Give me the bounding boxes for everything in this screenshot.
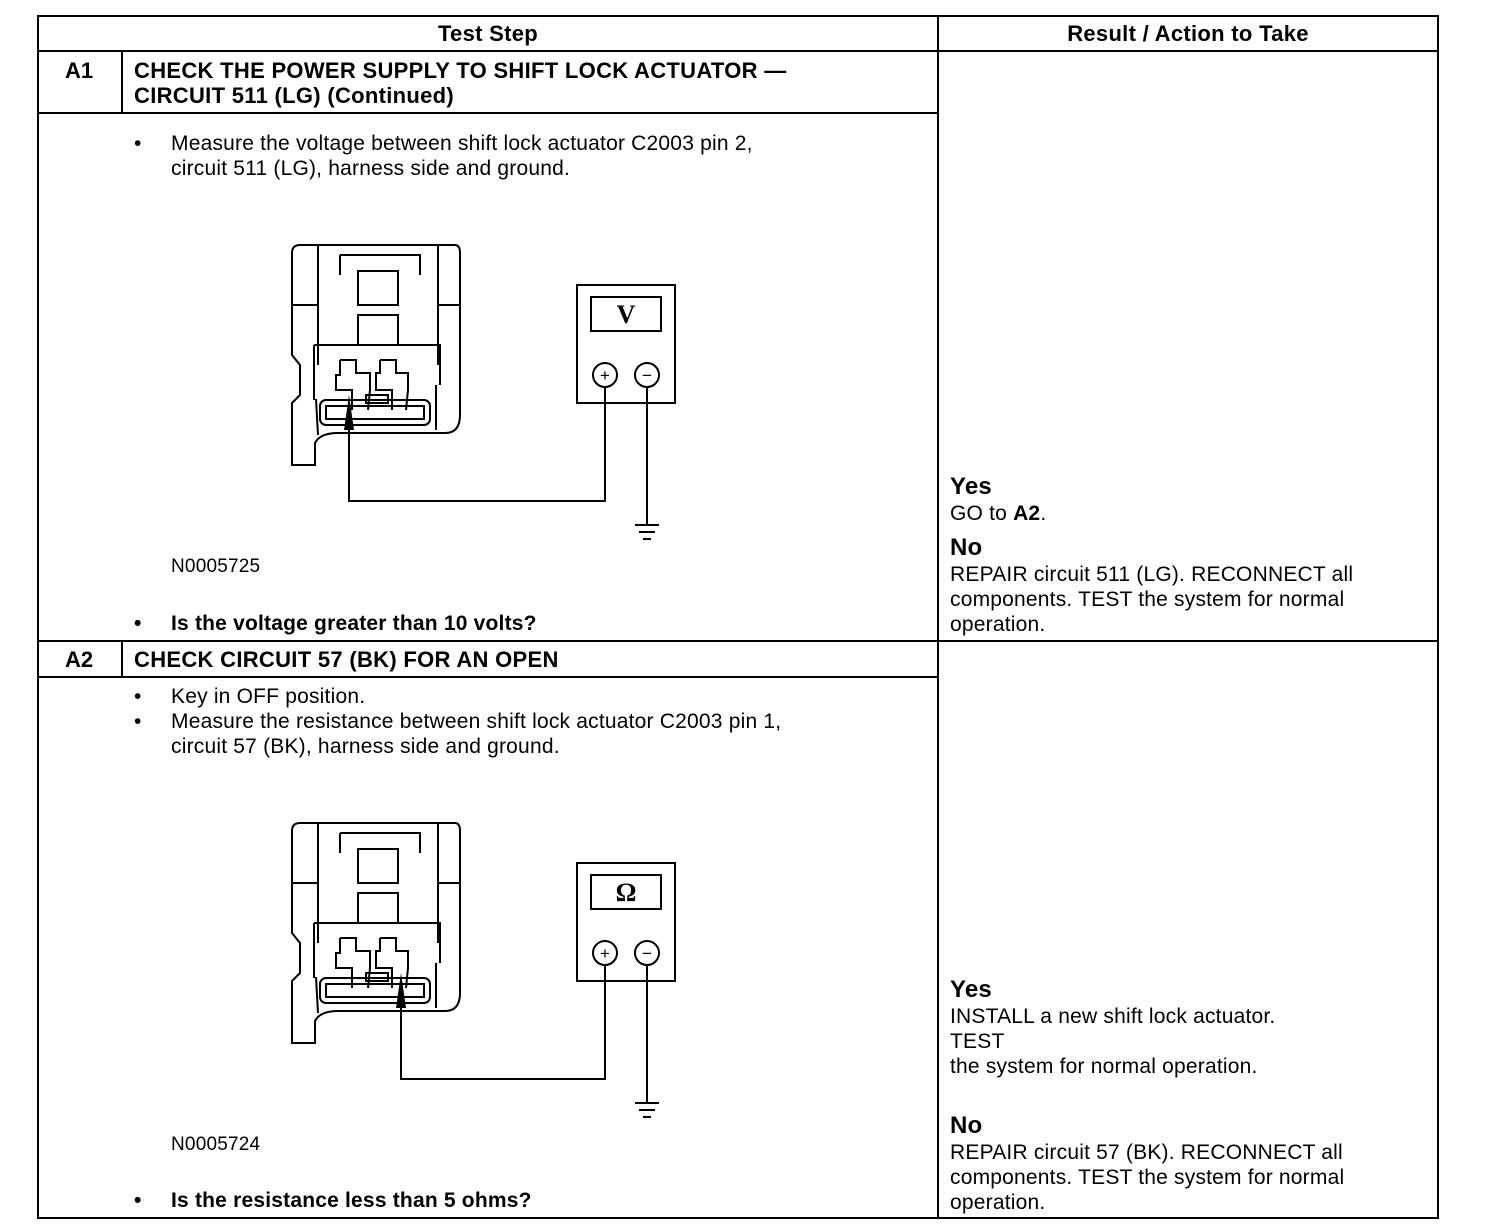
meter-plus-a1: +: [600, 366, 610, 385]
a2-yes-line3: the system for normal operation.: [950, 1055, 1258, 1078]
a2-title-border: [37, 676, 938, 678]
a2-bullet2-line1: Measure the resistance between shift loc…: [171, 710, 782, 733]
a1-no-line2: components. TEST the system for normal: [950, 588, 1345, 611]
a1-result: Yes GO to A2. No REPAIR circuit 511 (LG)…: [950, 473, 1440, 637]
step-id-a1: A1: [64, 58, 94, 83]
a2-bullet1-text: Key in OFF position.: [171, 685, 366, 708]
a2-question-text: Is the resistance less than 5 ohms?: [171, 1189, 532, 1212]
a1-yes-action: GO to A2.: [950, 501, 1440, 526]
ground-icon: [635, 524, 659, 540]
ground-icon: [635, 1102, 659, 1118]
table-right-border: [1437, 15, 1439, 1219]
a2-result: Yes INSTALL a new shift lock actuator. T…: [950, 976, 1440, 1079]
bullet-icon: •: [134, 685, 142, 708]
step-title-a2: CHECK CIRCUIT 57 (BK) FOR AN OPEN: [134, 647, 559, 672]
a2-connector-diagram: Ω + −: [291, 822, 676, 1118]
step-id-a2: A2: [64, 647, 94, 672]
a1-bullet-line1: Measure the voltage between shift lock a…: [171, 132, 753, 155]
bullet-icon: •: [134, 612, 142, 635]
column-divider: [937, 15, 939, 1219]
table-top-border: [37, 15, 1439, 17]
figure-id-a2: N0005724: [171, 1134, 261, 1155]
meter-symbol-a2: Ω: [616, 878, 637, 907]
bullet-icon: •: [134, 1189, 142, 1212]
a2-yes-line1: INSTALL a new shift lock actuator.: [950, 1005, 1276, 1028]
a1-yes-suffix: .: [1040, 502, 1047, 525]
header-result-action: Result / Action to Take: [1067, 21, 1309, 46]
a1-yes-prefix: GO to: [950, 502, 1014, 525]
meter-minus-a2: −: [642, 944, 652, 963]
a1-no-line3: operation.: [950, 613, 1046, 636]
a1-bullet-line2: circuit 511 (LG), harness side and groun…: [171, 157, 571, 180]
a1-connector-diagram: V + −: [291, 244, 676, 540]
a2-bullet2-line2: circuit 57 (BK), harness side and ground…: [171, 735, 560, 758]
a2-no-line3: operation.: [950, 1191, 1046, 1214]
table-left-border: [37, 15, 39, 1219]
a2-no-line1: REPAIR circuit 57 (BK). RECONNECT all: [950, 1141, 1343, 1164]
a2-id-divider: [121, 641, 123, 677]
header-bottom-border: [37, 50, 1439, 52]
step-title-a1-line1: CHECK THE POWER SUPPLY TO SHIFT LOCK ACT…: [134, 58, 787, 83]
a2-result-no: No REPAIR circuit 57 (BK). RECONNECT all…: [950, 1112, 1440, 1215]
test-leads: [400, 965, 648, 1103]
a2-yes-line2: TEST: [950, 1030, 1005, 1053]
connector-c2003-icon: [291, 244, 461, 466]
a1-yes-label: Yes: [950, 473, 992, 500]
a1-yes-target-link[interactable]: A2: [1013, 502, 1041, 525]
a1-question-text: Is the voltage greater than 10 volts?: [171, 612, 537, 635]
meter-symbol-a1: V: [617, 300, 636, 329]
table-bottom-border: [37, 1217, 1439, 1219]
meter-minus-a1: −: [642, 366, 652, 385]
a2-no-label: No: [950, 1112, 983, 1139]
a1-title-border: [37, 112, 938, 114]
bullet-icon: •: [134, 132, 142, 155]
meter-plus-a2: +: [600, 944, 610, 963]
a2-yes-label: Yes: [950, 976, 992, 1003]
step-title-a1-line2: CIRCUIT 511 (LG) (Continued): [134, 83, 455, 108]
a1-a2-divider: [37, 640, 1439, 642]
a2-no-line2: components. TEST the system for normal: [950, 1166, 1345, 1189]
step-title-a1: CHECK THE POWER SUPPLY TO SHIFT LOCK ACT…: [134, 58, 787, 108]
bullet-icon: •: [134, 710, 142, 733]
a1-no-label: No: [950, 534, 983, 561]
a1-no-line1: REPAIR circuit 511 (LG). RECONNECT all: [950, 563, 1354, 586]
test-leads: [348, 387, 648, 525]
a1-id-divider: [121, 51, 123, 113]
figure-id-a1: N0005725: [171, 556, 261, 577]
connector-c2003-icon: [291, 822, 461, 1044]
header-test-step: Test Step: [437, 21, 539, 46]
